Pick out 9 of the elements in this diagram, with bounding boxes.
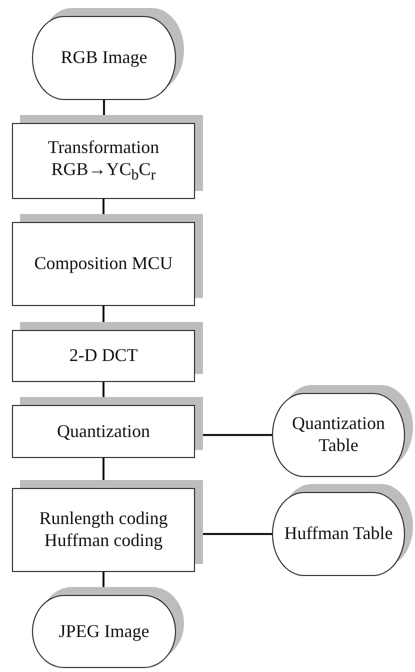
node-label: Quantization Table [291,413,386,457]
node-label: 2-D DCT [69,345,138,367]
node-label: Composition MCU [34,253,173,275]
node-label: RGB Image [60,47,148,69]
node-label: Runlength coding Huffman coding [38,508,169,552]
node-label: JPEG Image [58,620,150,642]
node-label: Transformation RGB→YC$_{b}$C$_{r}$ [46,137,160,185]
node-label: Huffman Table [284,523,393,545]
node-label: Quantization [57,420,150,442]
